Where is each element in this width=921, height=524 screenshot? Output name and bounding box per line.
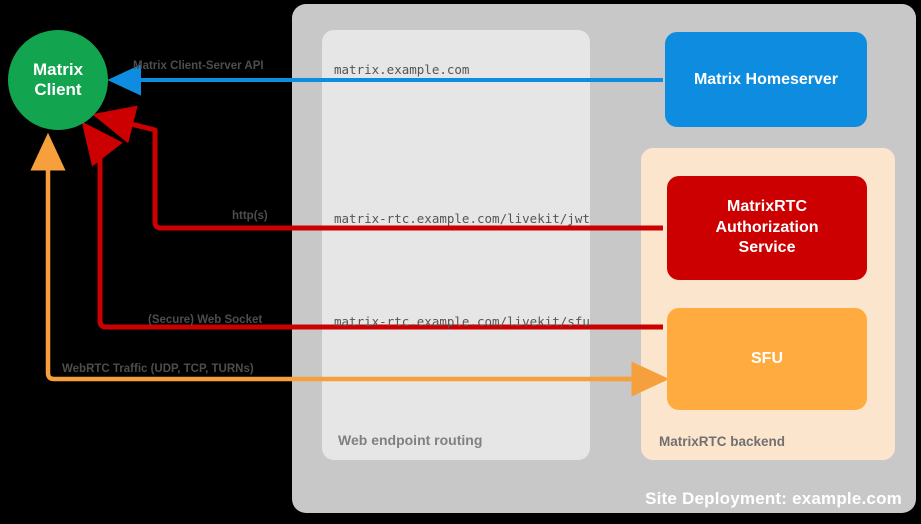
auth-service-label-line1: MatrixRTC <box>726 197 807 215</box>
web-endpoint-routing-label: Web endpoint routing <box>338 432 483 448</box>
edge-label-https: http(s) <box>232 210 268 222</box>
endpoint-url-matrix: matrix.example.com <box>334 62 470 77</box>
edge-label-client-server-api: Matrix Client-Server API <box>133 60 264 72</box>
auth-service-label-line3: Service <box>738 239 796 257</box>
edge-webrtc-traffic <box>30 132 670 397</box>
matrixrtc-backend-label: MatrixRTC backend <box>659 434 786 449</box>
matrix-client-label-line1: Matrix <box>32 60 84 80</box>
edge-label-web-socket: (Secure) Web Socket <box>148 314 263 326</box>
endpoint-url-sfu: matrix-rtc.example.com/livekit/sfu <box>334 314 590 329</box>
sfu-label: SFU <box>751 350 783 367</box>
site-deployment-label: Site Deployment: example.com <box>645 489 902 508</box>
edge-web-socket <box>81 121 663 330</box>
endpoint-url-jwt: matrix-rtc.example.com/livekit/jwt <box>334 211 590 226</box>
auth-service-label: MatrixRTC Authorization Service <box>715 197 818 259</box>
node-matrix-homeserver[interactable]: Matrix Homeserver <box>665 32 867 127</box>
matrix-client-label-line2: Client <box>34 80 82 99</box>
node-matrixrtc-authorization-service[interactable]: MatrixRTC Authorization Service <box>667 176 867 280</box>
edge-https <box>92 105 663 231</box>
node-matrix-client[interactable]: Matrix Client <box>8 30 108 130</box>
web-endpoint-routing-container: Web endpoint routing <box>322 30 590 460</box>
node-sfu[interactable]: SFU <box>667 308 867 410</box>
auth-service-label-line2: Authorization <box>715 218 819 236</box>
edge-label-webrtc-traffic: WebRTC Traffic (UDP, TCP, TURNs) <box>62 363 254 375</box>
matrix-homeserver-label: Matrix Homeserver <box>693 70 839 88</box>
